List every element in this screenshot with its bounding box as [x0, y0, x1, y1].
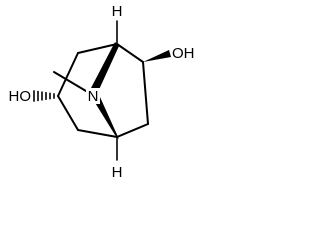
atom-label-oh-right: OH — [172, 45, 195, 62]
ring-bonds — [53, 43, 149, 138]
bond-c2-c3 — [142, 61, 149, 125]
bond-n-methyl — [53, 71, 87, 92]
bond-c1-c5 — [77, 43, 118, 54]
wedge-bond-c2-oh — [143, 50, 171, 62]
bond-c5-c6 — [57, 52, 79, 97]
atom-label-h-bottom: H — [112, 164, 123, 181]
bond-c3-c4 — [116, 123, 149, 138]
bond-c1-c2 — [116, 43, 144, 63]
wedge-bond-n-c4 — [94, 97, 119, 139]
wedge-bond-n-c1 — [91, 42, 119, 94]
hash-bond-c6-oh — [33, 90, 55, 102]
atom-labels: N H OH HO H — [9, 3, 195, 181]
bond-c6-c7 — [57, 95, 79, 131]
bond-c7-c4 — [77, 129, 118, 138]
atom-label-ho-left: HO — [9, 88, 32, 105]
atom-label-n: N — [88, 88, 99, 105]
chemical-structure: N H OH HO H — [9, 3, 195, 181]
atom-label-h-top: H — [112, 3, 123, 20]
